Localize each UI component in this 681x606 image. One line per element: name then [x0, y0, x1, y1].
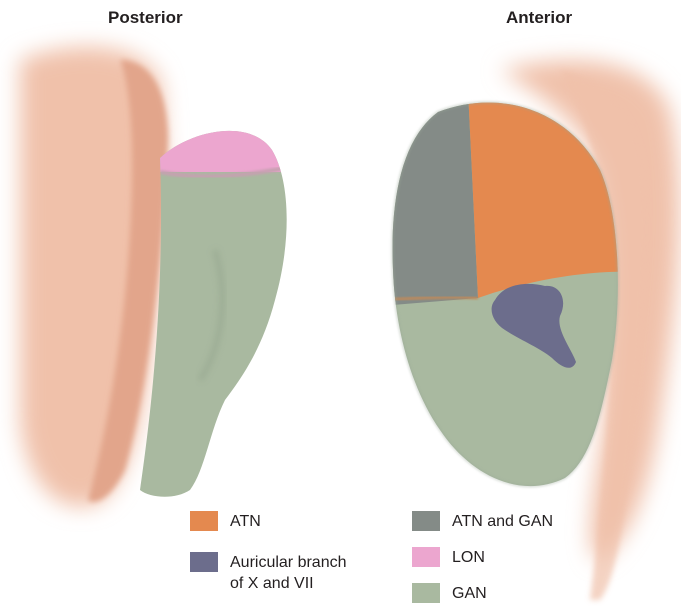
- legend-swatch-auricular-branch: [190, 552, 218, 572]
- legend-item-lon: LON: [412, 547, 485, 568]
- legend-swatch-gan: [412, 583, 440, 603]
- legend-label-atn-and-gan: ATN and GAN: [452, 511, 553, 532]
- legend-swatch-lon: [412, 547, 440, 567]
- legend-item-auricular-branch: Auricular branch of X and VII: [190, 552, 347, 594]
- legend-label-gan: GAN: [452, 583, 487, 604]
- legend-label-auricular-branch: Auricular branch of X and VII: [230, 552, 347, 594]
- legend-item-atn: ATN: [190, 511, 261, 532]
- posterior-title: Posterior: [108, 8, 183, 28]
- posterior-head-skin: [20, 47, 168, 507]
- legend-item-atn-and-gan: ATN and GAN: [412, 511, 553, 532]
- legend-item-gan: GAN: [412, 583, 487, 604]
- anterior-atn-and-gan-region: [380, 90, 478, 306]
- legend-label-lon: LON: [452, 547, 485, 568]
- legend-label-atn: ATN: [230, 511, 261, 532]
- legend-swatch-atn-and-gan: [412, 511, 440, 531]
- legend-swatch-atn: [190, 511, 218, 531]
- anterior-title: Anterior: [506, 8, 572, 28]
